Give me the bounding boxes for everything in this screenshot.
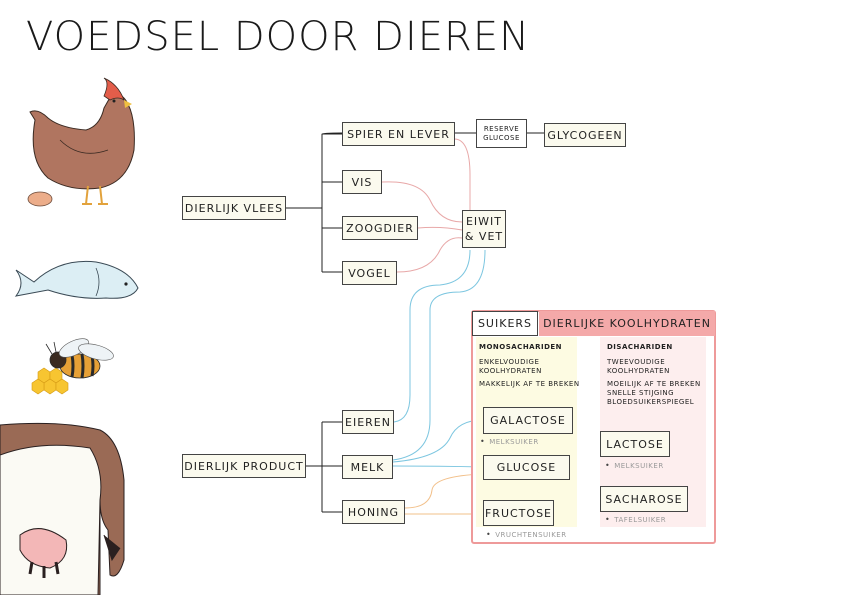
page-title: VOEDSEL DOOR DIEREN — [26, 14, 531, 60]
node-honing: HONING — [342, 500, 405, 524]
node-reserve-glucose: RESERVE GLUCOSE — [476, 119, 527, 148]
node-dierlijk-vlees: DIERLIJK VLEES — [182, 196, 286, 220]
tree-product — [305, 421, 342, 513]
node-sacharose: SACHAROSE — [600, 486, 688, 512]
wire-vis-eiwit — [381, 181, 463, 223]
node-glycogeen: GLYCOGEEN — [544, 123, 626, 147]
node-glucose: GLUCOSE — [483, 455, 570, 480]
wire-melk-glucose — [392, 465, 484, 468]
tree-vlees — [285, 132, 343, 273]
fish-illustration — [14, 260, 139, 299]
wire-eieren-eiwit — [393, 249, 471, 423]
node-lactose: LACTOSE — [600, 431, 670, 457]
note-tafelsuiker: TAFELSUIKER — [605, 515, 666, 524]
wire-spier-eiwit — [454, 138, 471, 210]
note-vruchtensuiker: VRUCHTENSUIKER — [486, 530, 567, 539]
mono-line-2: KOOLHYDRATEN — [479, 367, 542, 375]
node-eiwit-vet: EIWIT & VET — [462, 210, 506, 248]
node-fructose: FRUCTOSE — [483, 500, 554, 526]
mono-line-3: MAKKELIJK AF TE BREKEN — [479, 380, 580, 388]
node-eieren: EIEREN — [342, 410, 394, 434]
chicken-illustration — [29, 77, 135, 205]
node-zoogdier: ZOOGDIER — [342, 216, 418, 240]
egg-illustration — [27, 191, 53, 207]
di-line-1: TWEEVOUDIGE — [607, 358, 666, 366]
node-suikers: SUIKERS — [472, 311, 538, 336]
node-dierlijk-product: DIERLIJK PRODUCT — [182, 454, 306, 478]
di-line-4: SNELLE STIJGING — [607, 389, 675, 397]
node-vogel: VOGEL — [342, 261, 397, 285]
note-melksuiker-lactose: MELKSUIKER — [605, 461, 664, 470]
mono-line-1: ENKELVOUDIGE — [479, 358, 540, 366]
node-vis: VIS — [342, 170, 382, 194]
wire-honing-glucose — [404, 473, 484, 509]
cow-illustration — [0, 422, 125, 595]
di-line-3: MOEILIJK AF TE BREKEN — [607, 380, 701, 388]
wire-melk-galactose — [392, 419, 484, 463]
note-melksuiker-galactose: MELKSUIKER — [480, 437, 539, 446]
di-line-2: KOOLHYDRATEN — [607, 367, 670, 375]
panel-header: DIERLIJKE KOOLHYDRATEN — [539, 311, 715, 336]
mono-heading: MONOSACHARIDEN — [479, 343, 563, 351]
di-heading: DISACHARIDEN — [607, 343, 673, 351]
node-melk: MELK — [342, 455, 393, 479]
wire-zoogdier-eiwit — [417, 226, 463, 231]
honeycomb-illustration — [31, 367, 69, 395]
bee-illustration — [45, 338, 114, 379]
wire-vogel-eiwit — [396, 237, 463, 273]
wire-melk-eiwit — [392, 249, 486, 461]
node-galactose: GALACTOSE — [483, 407, 573, 434]
di-line-5: BLOEDSUIKERSPIEGEL — [607, 398, 695, 406]
node-spier-en-lever: SPIER EN LEVER — [342, 122, 455, 146]
